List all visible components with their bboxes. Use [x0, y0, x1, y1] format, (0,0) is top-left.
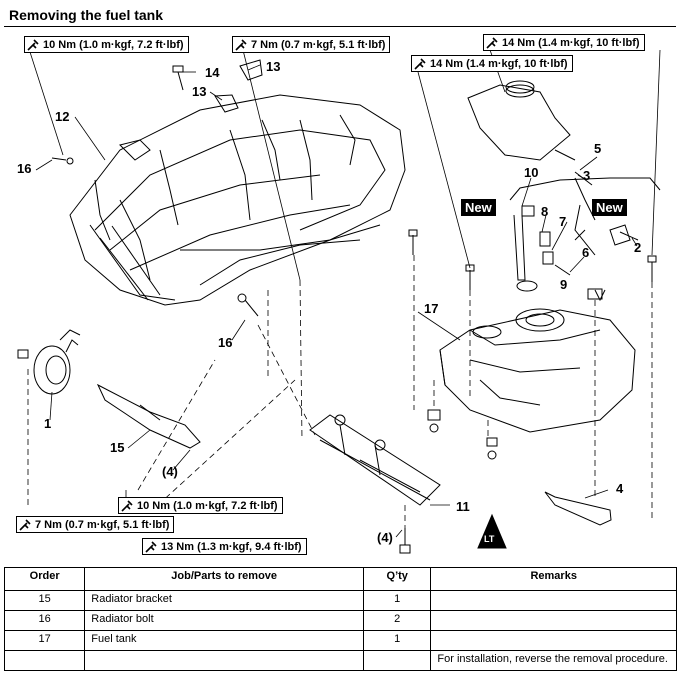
row-order: 17 [3, 630, 86, 651]
row-qty: 1 [363, 630, 432, 651]
lt-badge-drawing [477, 513, 507, 549]
callout-4-bracket: (4) [162, 464, 178, 479]
callout-16-center: 16 [218, 335, 233, 350]
callout-15: 15 [110, 440, 125, 455]
col-qty: Q’ty [363, 567, 432, 591]
exploded-diagram: 10 Nm (1.0 m·kgf, 7.2 ft·lbf) 7 Nm (0.7 … [0, 27, 681, 567]
table-row: 16 Radiator bolt 2 [3, 610, 677, 631]
new-tag-left: New [461, 199, 496, 216]
torque-spec-t3: 14 Nm (1.4 m·kgf, 10 ft·lbf) [483, 34, 645, 51]
callout-9: 9 [560, 277, 568, 292]
callout-4-bottom: (4) [377, 530, 393, 545]
removal-table: Order Job/Parts to remove Q’ty Remarks 1… [3, 567, 677, 671]
lt-badge-label: LT [484, 534, 495, 544]
row-order [3, 650, 86, 671]
col-order: Order [3, 567, 86, 591]
torque-spec-t5: 10 Nm (1.0 m·kgf, 7.2 ft·lbf) [118, 497, 283, 514]
row-order: 15 [3, 590, 86, 611]
torque-spec-t1: 10 Nm (1.0 m·kgf, 7.2 ft·lbf) [24, 36, 189, 53]
torque-spec-t6: 7 Nm (0.7 m·kgf, 5.1 ft·lbf) [16, 516, 175, 533]
col-remarks: Remarks [430, 567, 677, 591]
row-qty [363, 650, 432, 671]
horn-drawing [33, 329, 81, 395]
callout-5: 5 [594, 141, 602, 156]
row-remarks: For installation, reverse the removal pr… [430, 650, 677, 671]
hose-5-drawing [574, 171, 593, 186]
frame-drawing [69, 94, 406, 306]
row-order: 16 [3, 610, 86, 631]
row-job [84, 650, 365, 671]
callout-7: 7 [559, 214, 567, 229]
callout-17: 17 [424, 301, 439, 316]
diagram-drawing [17, 49, 661, 554]
row-remarks [430, 590, 677, 611]
col-job: Job/Parts to remove [84, 567, 365, 591]
callout-6: 6 [582, 245, 590, 260]
callout-2: 2 [634, 240, 642, 255]
callout-11: 11 [456, 499, 470, 514]
row-qty: 1 [363, 590, 432, 611]
callout-16-left: 16 [17, 161, 32, 176]
row-remarks [430, 610, 677, 631]
fuel-tank-drawing [439, 288, 636, 433]
crossmember-drawing [309, 414, 441, 506]
table-row: 15 Radiator bracket 1 [3, 590, 677, 611]
hose-4-drawing [544, 491, 612, 526]
torque-spec-t7: 13 Nm (1.3 m·kgf, 9.4 ft·lbf) [142, 538, 307, 555]
row-remarks [430, 630, 677, 651]
callout-12: 12 [55, 109, 70, 124]
table-header-row: Order Job/Parts to remove Q’ty Remarks [3, 567, 677, 591]
row-qty: 2 [363, 610, 432, 631]
radiator-bracket-drawing [96, 383, 201, 449]
callout-1: 1 [44, 416, 52, 431]
table-row: For installation, reverse the removal pr… [3, 650, 677, 671]
row-job: Radiator bolt [84, 610, 365, 631]
row-job: Radiator bracket [84, 590, 365, 611]
canister-drawing [467, 80, 576, 161]
table-row: 17 Fuel tank 1 [3, 630, 677, 651]
page-title: Removing the fuel tank [9, 7, 164, 23]
callout-4-hose: 4 [616, 481, 624, 496]
page-header: Removing the fuel tank [0, 0, 681, 27]
torque-spec-t2: 7 Nm (0.7 m·kgf, 5.1 ft·lbf) [232, 36, 391, 53]
row-job: Fuel tank [84, 630, 365, 651]
fuel-pump-drawing [513, 205, 554, 292]
new-tag-right: New [592, 199, 627, 216]
callout-13-top: 13 [266, 59, 281, 74]
callout-13-left: 13 [192, 84, 207, 99]
callout-3: 3 [583, 168, 591, 183]
torque-spec-t4: 14 Nm (1.4 m·kgf, 10 ft·lbf) [411, 55, 573, 72]
callout-8: 8 [541, 204, 549, 219]
header-divider [4, 26, 676, 27]
callout-10: 10 [524, 165, 539, 180]
callout-14: 14 [205, 65, 220, 80]
bolts-drawing [17, 65, 657, 554]
